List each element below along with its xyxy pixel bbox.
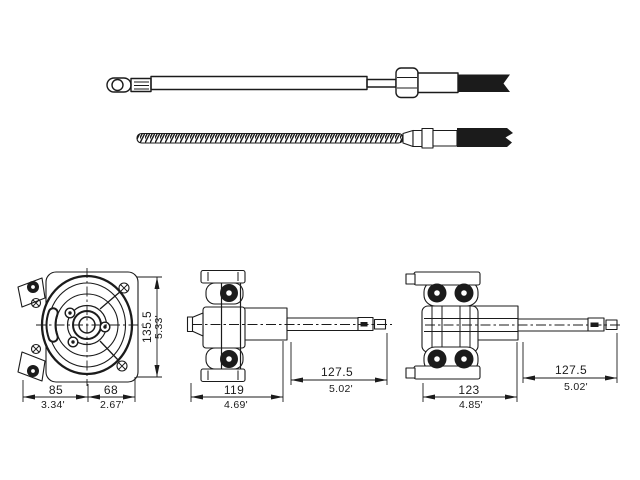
mount-bracket bbox=[186, 269, 246, 383]
cable-ferrule bbox=[417, 72, 459, 94]
dim-width-right-in: 2.67' bbox=[100, 399, 124, 411]
left-screws bbox=[30, 297, 42, 355]
core-jacket-break-end bbox=[457, 128, 513, 147]
dim-side-a-body-mm: 119 bbox=[224, 383, 244, 397]
dim-width-left-mm: 85 bbox=[49, 383, 63, 397]
threaded-core-rod bbox=[136, 132, 404, 144]
dim-side-a-stroke-in: 5.02' bbox=[329, 383, 353, 395]
mount-bracket-b bbox=[405, 271, 518, 380]
helm-front-view bbox=[17, 268, 142, 386]
mounting-tab-bottom bbox=[17, 351, 46, 382]
cable-core-assembly-view bbox=[136, 127, 513, 149]
cable-outer-tube bbox=[150, 75, 368, 91]
dim-side-b-stroke-mm: 127.5 bbox=[555, 363, 587, 377]
dim-side-b-body-mm: 123 bbox=[458, 383, 479, 397]
core-ring-large bbox=[421, 127, 434, 149]
cable-neck bbox=[366, 78, 397, 88]
dimension-annotations bbox=[22, 276, 618, 402]
right-screws bbox=[116, 282, 130, 372]
dim-side-b-body-in: 4.85' bbox=[459, 399, 483, 411]
helm-side-view-a bbox=[186, 269, 392, 383]
cap-bottom bbox=[200, 368, 246, 383]
bracket-flange bbox=[202, 306, 246, 349]
dim-side-a-body-in: 4.69' bbox=[224, 399, 248, 411]
cable-hex-nut bbox=[395, 67, 419, 99]
mounting-tab-top bbox=[17, 277, 46, 308]
spokes bbox=[99, 290, 122, 362]
cap-top bbox=[200, 269, 246, 284]
cap-top-b bbox=[413, 271, 481, 286]
dim-side-b-stroke-in: 5.02' bbox=[564, 381, 588, 393]
helm-side-view-b bbox=[405, 271, 620, 380]
cable-outer-assembly-view bbox=[106, 67, 510, 99]
dim-front-widths bbox=[22, 377, 136, 402]
core-ferrule bbox=[432, 129, 458, 147]
dim-width-left-in: 3.34' bbox=[41, 399, 65, 411]
tube-inner-lines bbox=[424, 318, 518, 332]
dim-side-a-body bbox=[190, 341, 284, 402]
dim-front-height bbox=[137, 276, 162, 378]
clamp-bolt-shanks bbox=[431, 285, 471, 366]
dim-height-mm: 135.5 bbox=[140, 311, 154, 343]
dim-side-a-stroke-mm: 127.5 bbox=[321, 365, 353, 379]
cable-eye-hole bbox=[111, 78, 124, 92]
cable-jacket-break-end bbox=[458, 74, 510, 92]
core-ring-small bbox=[412, 129, 423, 148]
dim-width-right-mm: 68 bbox=[104, 383, 118, 397]
hub-bolts bbox=[64, 307, 111, 348]
dim-height-in: 5.33' bbox=[153, 315, 165, 339]
cap-bottom-b bbox=[413, 365, 481, 380]
dim-side-b-body bbox=[422, 342, 518, 402]
cap-top-tab-b bbox=[405, 273, 416, 285]
cap-bottom-tab-b bbox=[405, 367, 416, 379]
dim-side-a-stroke bbox=[290, 333, 388, 385]
shaft-end-fitting bbox=[357, 316, 387, 332]
dimension-labels: 135.5 5.33' 85 3.34' 68 2.67' 119 4.69' … bbox=[41, 311, 588, 411]
shaft-end-fitting-b bbox=[587, 317, 618, 332]
bracket-cone-cap bbox=[186, 316, 194, 333]
cable-swage-section bbox=[130, 77, 152, 93]
dim-side-b-stroke bbox=[522, 333, 618, 383]
core-cone bbox=[402, 129, 414, 148]
front-view-centerlines bbox=[36, 268, 142, 386]
